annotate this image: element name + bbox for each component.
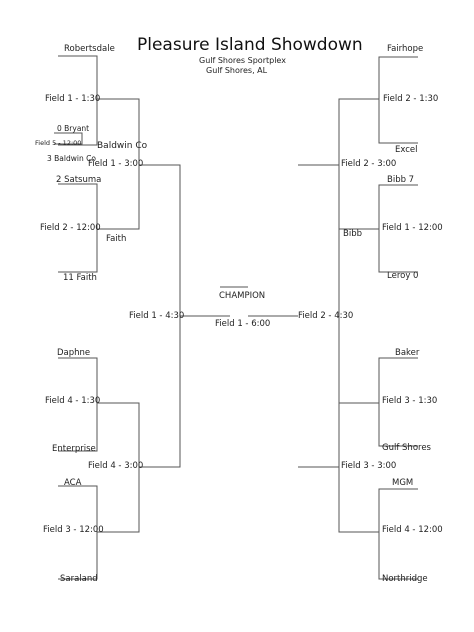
team-name: 3 Baldwin Co xyxy=(47,154,96,163)
venue-text: Gulf Shores Sportplex xyxy=(199,56,286,65)
team-name: Baker xyxy=(395,348,420,358)
team-name: Baldwin Co xyxy=(97,141,148,151)
bracket-line xyxy=(58,183,98,273)
bracket-line xyxy=(338,402,379,533)
location-text: Gulf Shores, AL xyxy=(206,66,268,75)
team-name: MGM xyxy=(392,478,414,488)
bracket-line xyxy=(338,98,379,230)
team-name: Gulf Shores xyxy=(382,443,431,453)
game-label: Field 3 - 3:00 xyxy=(341,461,397,471)
team-name: 0 Bryant xyxy=(57,124,90,133)
bracket-line xyxy=(378,56,418,144)
bracket-line xyxy=(298,164,340,468)
game-label: Field 1 - 6:00 xyxy=(215,319,271,329)
game-label: Field 2 - 12:00 xyxy=(40,223,101,233)
team-name: Bibb xyxy=(343,229,362,239)
team-name: Fairhope xyxy=(387,44,424,54)
team-name: 11 Faith xyxy=(63,273,97,283)
bracket-line xyxy=(58,55,98,146)
game-label: Field 5 - 12:00 xyxy=(35,139,82,147)
game-label: Field 1 - 1:30 xyxy=(45,94,101,104)
bracket-line xyxy=(54,132,83,145)
game-label: Field 2 - 4:30 xyxy=(298,311,354,321)
team-name: Excel xyxy=(395,145,418,155)
bracket-line xyxy=(378,184,418,273)
bracket-line xyxy=(58,357,98,452)
team-name: Saraland xyxy=(60,574,98,584)
game-label: Field 4 - 12:00 xyxy=(382,525,443,535)
team-name: Northridge xyxy=(382,574,428,584)
bracket-line xyxy=(378,357,418,447)
bracket-line xyxy=(97,98,140,230)
team-name: Leroy 0 xyxy=(387,271,419,281)
champion-label: CHAMPION xyxy=(219,291,266,301)
game-label: Field 2 - 3:00 xyxy=(341,159,397,169)
game-label: Field 4 - 3:00 xyxy=(88,461,144,471)
game-label: Field 1 - 3:00 xyxy=(88,159,144,169)
team-name: 2 Satsuma xyxy=(56,175,102,185)
team-name: Bibb 7 xyxy=(387,175,415,185)
bracket-line xyxy=(378,488,418,580)
team-name: Enterprise xyxy=(52,444,96,454)
game-label: Field 4 - 1:30 xyxy=(45,396,101,406)
game-label: Field 1 - 4:30 xyxy=(129,311,185,321)
game-label: Field 3 - 12:00 xyxy=(43,525,104,535)
game-label: Field 3 - 1:30 xyxy=(382,396,438,406)
team-name: Faith xyxy=(106,234,127,244)
page-title: Pleasure Island Showdown xyxy=(137,35,363,55)
game-label: Field 2 - 1:30 xyxy=(383,94,439,104)
team-name: Robertsdale xyxy=(64,44,115,54)
game-label: Field 1 - 12:00 xyxy=(382,223,443,233)
team-name: Daphne xyxy=(57,348,91,358)
team-name: ACA xyxy=(64,478,82,488)
